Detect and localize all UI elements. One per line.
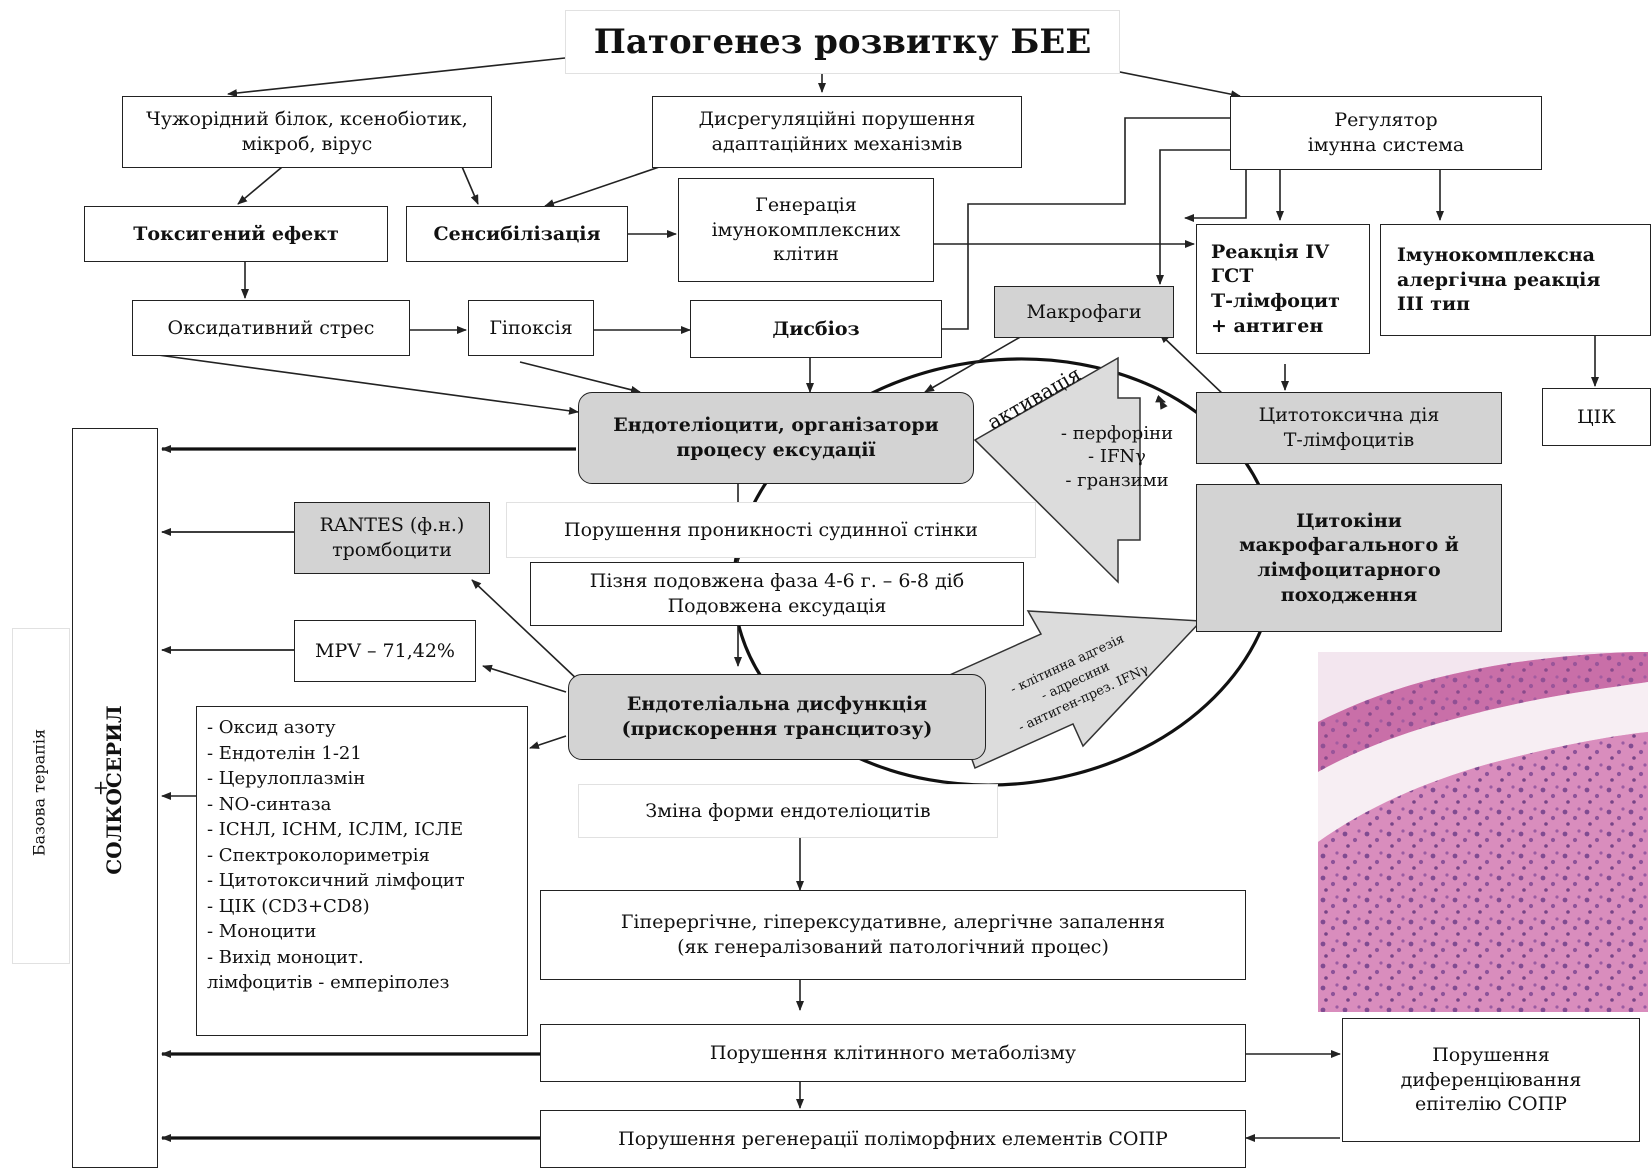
activation-arrow-shape — [973, 356, 1141, 584]
node-endothelial-organizers: Ендотеліоцити, організатори процесу ексу… — [578, 392, 974, 484]
connector-lines — [135, 54, 1599, 1142]
node-cytokines: Цитокіни макрофагального й лімфоцитарног… — [1196, 484, 1502, 632]
node-shape-change: Зміна форми ендотеліоцитів — [578, 784, 998, 838]
node-rantes: RANTES (ф.н.) тромбоцити — [294, 502, 490, 574]
node-differentiation: Порушення диференціювання епітелію СОПР — [1342, 1018, 1640, 1142]
marker-item: - Церулоплазмін — [207, 768, 366, 790]
node-cik: ЦІК — [1542, 388, 1651, 446]
node-macrophages: Макрофаги — [994, 286, 1174, 338]
node-regeneration: Порушення регенерації поліморфних елемен… — [540, 1110, 1246, 1168]
node-reaction-iv: Реакція IV ГСТ Т-лімфоцит + антиген — [1196, 224, 1370, 354]
node-hyperergic-inflammation: Гіперергічне, гіперексудативне, алергічн… — [540, 890, 1246, 980]
label-perforins: - перфоріни - IFNγ - гранзими — [1060, 423, 1174, 491]
node-hypoxia: Гіпоксія — [468, 300, 594, 356]
marker-item: - NO-синтаза — [207, 793, 332, 815]
marker-item: - ІСНЛ, ІСНМ, ІСЛМ, ІСЛЕ — [207, 819, 464, 841]
histology-image — [1318, 652, 1648, 1012]
therapy-bar-basic — [12, 628, 70, 964]
marker-item: - Моноцити — [207, 921, 317, 943]
marker-item: лімфоцитів - емперіполез — [207, 972, 450, 994]
marker-item: - Ендотелін 1-21 — [207, 742, 362, 764]
therapy-arrows — [161, 445, 576, 1142]
node-sensibilization: Сенсибілізація — [406, 206, 628, 262]
diagram-title: Патогенез розвитку БЕЕ — [565, 10, 1120, 74]
marker-item: - Цитотоксичний лімфоцит — [207, 870, 465, 892]
node-immune-regulator: Регулятор імунна система — [1230, 96, 1542, 170]
marker-item: - Вихід моноцит. — [207, 946, 364, 968]
node-permeability: Порушення проникності судинної стінки — [506, 502, 1036, 558]
label-basic-therapy: Базова терапія — [29, 728, 49, 857]
node-late-phase: Пізня подовжена фаза 4-6 г. – 6-8 діб По… — [530, 562, 1024, 626]
node-toxigenic-effect: Токсигений ефект — [84, 206, 388, 262]
marker-item: - ЦІК (CD3+CD8) — [207, 895, 370, 917]
node-foreign-agent: Чужорідний білок, ксенобіотик, мікроб, в… — [122, 96, 492, 168]
node-cytotoxic-t: Цитотоксична дія Т-лімфоцитів — [1196, 392, 1502, 464]
node-dysregulation: Дисрегуляційні порушення адаптаційних ме… — [652, 96, 1022, 168]
node-mpv: MPV – 71,42% — [294, 620, 476, 682]
node-dysbiosis: Дисбіоз — [690, 300, 942, 358]
marker-item: - Спектроколориметрія — [207, 844, 430, 866]
node-immunocomplex-generation: Генерація імунокомплексних клітин — [678, 178, 934, 282]
adhesion-arrow-shape — [942, 610, 1203, 770]
label-plus: + — [88, 779, 112, 797]
node-endothelial-dysfunction: Ендотеліальна дисфункція (прискорення тр… — [568, 674, 986, 760]
markers-list: - Оксид азоту - Ендотелін 1-21 - Церулоп… — [196, 706, 528, 1036]
therapy-arrows-thin — [161, 528, 294, 654]
node-cell-metabolism: Порушення клітинного метаболізму — [540, 1024, 1246, 1082]
node-oxidative-stress: Оксидативний стрес — [132, 300, 410, 356]
marker-item: - Оксид азоту — [207, 717, 336, 738]
node-immunocomplex-reaction: Імунокомплексна алергічна реакція III ти… — [1380, 224, 1651, 336]
